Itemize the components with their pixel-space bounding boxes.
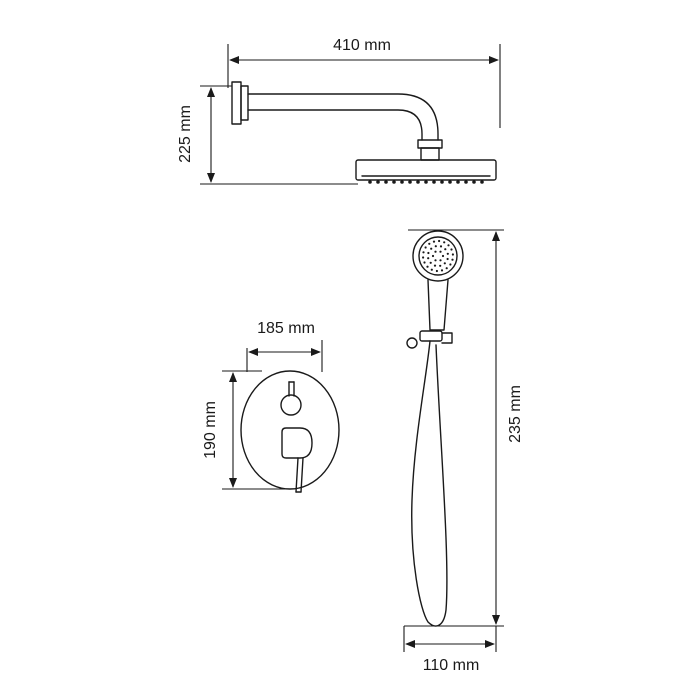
spray-hole	[424, 246, 427, 249]
spray-hole	[434, 250, 437, 253]
spray-hole	[427, 257, 430, 260]
spray-hole	[451, 258, 454, 261]
hand-shower-handle	[427, 279, 449, 331]
spray-hole	[443, 262, 446, 265]
dimension-handshower-width: 110 mm	[403, 626, 497, 674]
nozzle	[408, 180, 412, 184]
nozzle	[464, 180, 468, 184]
spray-hole	[439, 259, 442, 262]
wall-holder	[419, 330, 443, 342]
shower-arm-assembly	[231, 81, 497, 184]
nozzle	[448, 180, 452, 184]
spray-hole	[432, 240, 436, 243]
spray-hole	[450, 248, 453, 251]
arm-connector	[417, 139, 443, 149]
mixer-cover-plate	[240, 370, 340, 490]
spray-hole	[446, 252, 449, 255]
nozzle	[392, 180, 396, 184]
handshower-width-label: 110 mm	[423, 657, 480, 674]
wall-flange	[231, 81, 242, 125]
hand-shower-spray-pattern	[422, 239, 454, 273]
hand-shower-face	[418, 236, 458, 276]
spray-hole	[439, 250, 442, 253]
spray-hole	[439, 245, 443, 248]
shower-arm	[247, 93, 439, 141]
spray-hole	[446, 257, 449, 261]
hand-shower-head	[412, 230, 464, 282]
arm-height-label: 225 mm	[177, 105, 194, 163]
spray-hole	[427, 251, 430, 255]
dimension-handshower-height: 235 mm	[404, 229, 524, 627]
spray-hole	[433, 264, 437, 267]
diverter-knob	[280, 394, 302, 416]
spray-hole	[440, 269, 444, 272]
spray-hole	[434, 245, 437, 248]
nozzle	[368, 180, 372, 184]
spray-hole	[422, 256, 425, 259]
rain-shower-head	[355, 159, 497, 181]
nozzle	[384, 180, 388, 184]
mixer-width-label: 185 mm	[257, 320, 315, 337]
spray-hole	[428, 242, 431, 245]
flange-collar	[240, 85, 249, 121]
spray-hole	[445, 267, 448, 270]
spray-hole	[441, 254, 445, 258]
shower-hose	[411, 340, 448, 627]
mixer-lever-body	[281, 427, 313, 459]
nozzle	[472, 180, 476, 184]
spray-hole	[422, 251, 425, 254]
holder-screw	[406, 337, 418, 349]
spray-hole	[449, 263, 452, 266]
spray-hole	[431, 254, 435, 258]
spray-hole	[447, 244, 450, 247]
spray-hole	[444, 248, 447, 251]
nozzle	[432, 180, 436, 184]
spray-hole	[430, 247, 433, 250]
mixer-height-label: 190 mm	[202, 401, 219, 459]
nozzle	[440, 180, 444, 184]
spray-hole	[439, 264, 442, 267]
nozzle	[376, 180, 380, 184]
mixer-lever-handle	[295, 457, 299, 493]
swivel-joint	[420, 147, 440, 161]
arm-length-label: 410 mm	[333, 37, 391, 54]
mixer-valve	[240, 370, 340, 493]
spray-hole	[426, 265, 429, 268]
handshower-height-label: 235 mm	[507, 385, 524, 443]
holder-bracket	[441, 332, 453, 344]
nozzle	[456, 180, 460, 184]
nozzle	[400, 180, 404, 184]
nozzle	[424, 180, 428, 184]
spray-hole	[438, 239, 441, 243]
dimension-arm-length: 410 mm	[227, 37, 501, 128]
dimension-arm-height: 225 mm	[177, 85, 358, 185]
nozzle	[416, 180, 420, 184]
nozzle	[480, 180, 484, 184]
spray-hole	[435, 269, 438, 273]
hand-shower-assembly	[406, 230, 464, 627]
spray-hole	[430, 268, 433, 271]
dimension-mixer-width: 185 mm	[246, 320, 323, 372]
spray-hole	[443, 241, 446, 244]
spray-hole	[451, 253, 454, 256]
spray-hole	[434, 259, 437, 262]
spray-hole	[423, 261, 426, 264]
dimension-mixer-height: 190 mm	[202, 370, 290, 490]
spray-hole	[429, 261, 432, 264]
shower-head-nozzles	[368, 180, 484, 184]
